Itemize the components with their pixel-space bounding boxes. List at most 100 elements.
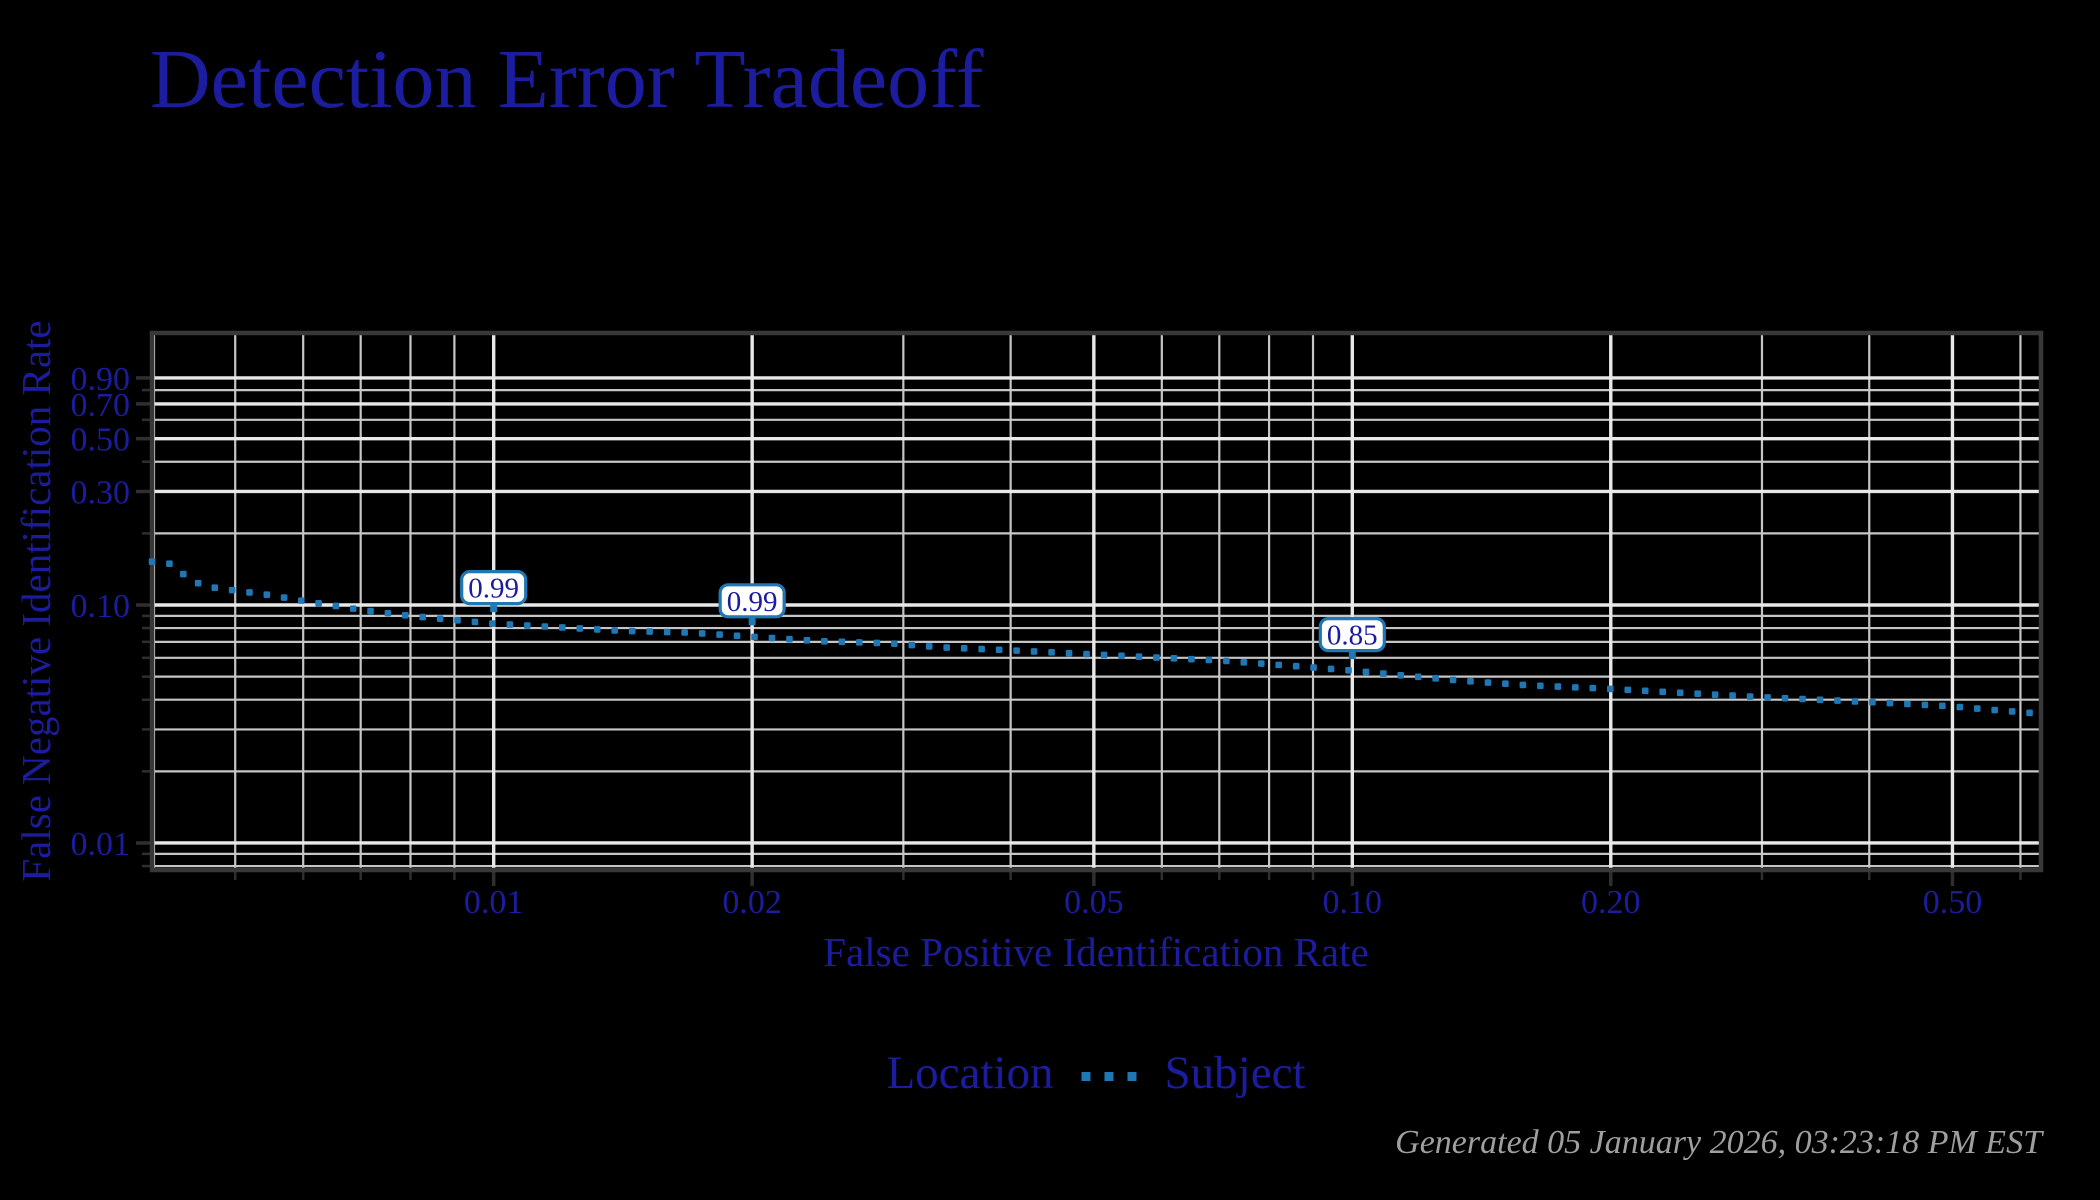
data-point (821, 637, 828, 645)
data-point (471, 618, 479, 626)
data-point (1030, 648, 1038, 655)
data-point (228, 586, 236, 594)
panel-border (149, 330, 2044, 873)
data-point (978, 645, 985, 653)
annotation-anchor-dot (748, 618, 756, 626)
data-point (1397, 671, 1405, 679)
data-point (1746, 693, 1754, 700)
data-point (1886, 699, 1894, 707)
data-point (2008, 708, 2016, 715)
data-point (751, 633, 758, 641)
data-point (1292, 662, 1300, 670)
data-point (315, 600, 322, 607)
data-point (1676, 689, 1684, 697)
data-point (943, 644, 950, 651)
data-point (1991, 706, 1998, 714)
data-point (1624, 686, 1632, 694)
data-point (1083, 650, 1090, 658)
data-point (1869, 698, 1876, 706)
data-point (1310, 664, 1317, 671)
data-point (384, 609, 392, 617)
data-point (211, 584, 219, 591)
data-point (1275, 661, 1283, 669)
data-point (524, 622, 531, 629)
data-point (1100, 651, 1108, 659)
y-tick-label: 0.30 (71, 474, 131, 511)
data-point (1921, 701, 1929, 709)
data-point (1153, 654, 1160, 661)
data-point (1781, 694, 1789, 702)
data-point (1345, 667, 1352, 674)
data-point (489, 620, 496, 627)
data-point (891, 640, 898, 647)
annotation-box (718, 583, 786, 619)
x-tick-label: 0.01 (464, 884, 524, 921)
data-point (401, 611, 409, 619)
data-point (1065, 649, 1073, 657)
x-tick-label: 0.50 (1923, 884, 1983, 921)
annotation-label: 0.99 (468, 573, 519, 605)
data-point (925, 643, 933, 650)
data-point (1799, 695, 1806, 703)
data-point (332, 602, 340, 610)
data-point (838, 638, 846, 646)
data-point (194, 579, 202, 587)
y-tick-label: 0.90 (71, 361, 131, 398)
data-point (1554, 683, 1562, 690)
data-point (1711, 691, 1719, 698)
data-point (1659, 688, 1666, 696)
data-point (1851, 698, 1859, 705)
dotted-line-key (1081, 1066, 1137, 1081)
x-tick-label: 0.20 (1581, 884, 1641, 921)
minor-gridlines (152, 333, 2041, 870)
legend-dot-icon (1081, 1071, 1091, 1081)
data-point (768, 634, 776, 642)
data-point (1205, 656, 1213, 664)
generated-timestamp: Generated 05 January 2026, 03:23:18 PM E… (1395, 1124, 2042, 1161)
data-point (698, 630, 706, 637)
legend-dot-icon (1104, 1071, 1114, 1081)
data-point (541, 623, 549, 630)
data-point (1449, 676, 1457, 684)
data-point (1973, 705, 1981, 712)
data-point (1467, 678, 1474, 685)
data-point (1327, 665, 1335, 673)
data-point (681, 629, 688, 636)
data-point (733, 632, 741, 640)
data-point (280, 594, 288, 601)
x-tick-label: 0.05 (1064, 884, 1124, 921)
y-tick-label: 0.01 (71, 826, 131, 863)
data-point (663, 628, 671, 636)
data-point (1764, 694, 1771, 701)
axis-tick-marks (136, 376, 2022, 886)
data-point (1904, 700, 1911, 708)
data-point (1572, 684, 1579, 691)
x-tick-label: 0.02 (722, 884, 782, 921)
data-point (1519, 681, 1527, 689)
data-point (179, 570, 187, 578)
y-tick-label: 0.70 (71, 387, 131, 424)
annotation-anchor-dot (1348, 652, 1356, 660)
data-point (1956, 703, 1964, 711)
data-point (908, 641, 916, 649)
data-point (1729, 692, 1736, 699)
annotation-box (460, 570, 528, 606)
data-point (1362, 668, 1370, 676)
data-point (419, 613, 426, 621)
annotation-box (1318, 617, 1386, 653)
legend-series-label: Subject (1164, 1047, 1306, 1099)
data-point (1048, 649, 1055, 656)
annotation-label: 0.99 (727, 586, 778, 618)
data-point (166, 560, 173, 568)
data-point (786, 635, 793, 643)
data-point (1432, 675, 1439, 682)
data-point (1223, 657, 1230, 665)
data-point (246, 589, 253, 596)
data-point (628, 627, 636, 635)
data-point (611, 627, 618, 634)
data-point (1834, 697, 1841, 704)
data-point (995, 646, 1003, 654)
data-point (1537, 682, 1544, 690)
